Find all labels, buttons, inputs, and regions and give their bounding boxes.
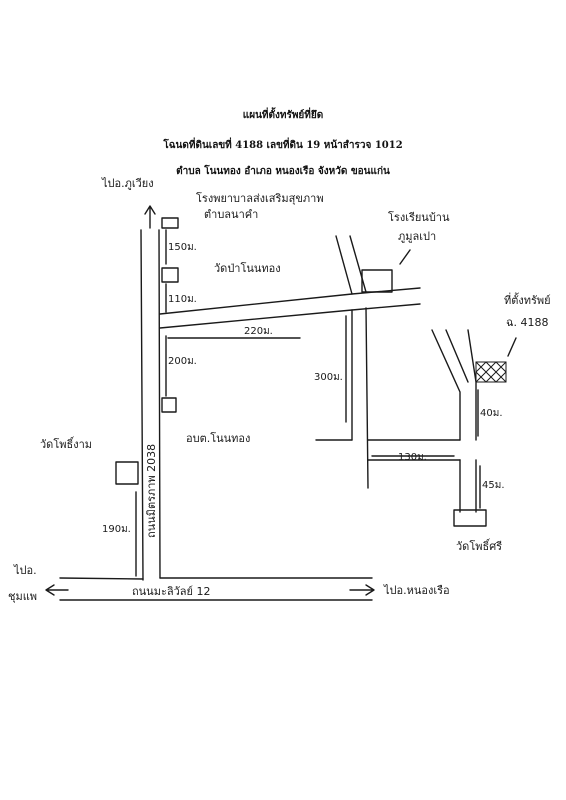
- vertical-road-right-edge: [158, 229, 161, 579]
- upper-road-left: [335, 235, 353, 295]
- label-property-2: ฉ. 4188: [506, 316, 548, 329]
- temple-pho-ngam-building: [115, 461, 139, 485]
- label-temple-non-thong: วัดป่าโนนทอง: [214, 261, 281, 275]
- deed-line: โฉนดที่ดินเลขที่ 4188 เลขที่ดิน 19 หน้าส…: [163, 140, 403, 151]
- school-arrow: [399, 249, 411, 265]
- vertical-road-left-edge: [140, 229, 144, 581]
- label-vertical-road: ถนนมิตรภาพ 2038: [145, 444, 158, 538]
- label-main-road: ถนนมะลิวัลย์ 12: [132, 585, 210, 598]
- school-building: [361, 269, 393, 293]
- arrow-right: [349, 584, 375, 596]
- branch-road-bottom-edge: [159, 303, 421, 329]
- label-to-nong-ruea: ไปอ.หนองเรือ: [383, 584, 450, 597]
- distance-150: 150ม.: [168, 242, 197, 253]
- label-school-2: ภูมูลเปา: [398, 230, 436, 243]
- label-to-chum-phae-2: ชุมแพ: [8, 590, 37, 603]
- label-to-chum-phae: ไปอ.: [13, 564, 37, 577]
- obt-building: [161, 397, 177, 413]
- lower-vertical-right: [365, 307, 369, 489]
- map-title: แผนที่ตั้งทรัพย์ที่ยึด: [242, 110, 324, 121]
- distance-130: 130ม.: [398, 452, 427, 463]
- label-hospital-2: ตำบลนาคำ: [204, 208, 258, 221]
- distance-110: 110ม.: [168, 294, 197, 305]
- label-school: โรงเรียนบ้าน: [388, 210, 450, 224]
- y-road-mid: [445, 329, 469, 383]
- label-property: ที่ตั้งทรัพย์: [504, 292, 551, 307]
- distance-220: 220ม.: [244, 326, 273, 337]
- label-temple-pho-ngam: วัดโพธิ์งาม: [40, 436, 92, 451]
- temple-non-thong-building: [161, 267, 179, 283]
- upper-road-right: [349, 235, 367, 293]
- y-road-right: [467, 329, 477, 441]
- main-road-top-edge: [59, 577, 373, 580]
- label-temple-pho-si: วัดโพธิ์ศรี: [456, 538, 502, 553]
- label-to-phu-wiang: ไปอ.ภูเวียง: [101, 177, 154, 190]
- distance-200: 200ม.: [168, 356, 197, 367]
- property-arrow: [507, 337, 517, 357]
- arrow-up: [144, 205, 156, 229]
- arrow-left: [45, 584, 69, 596]
- label-obt-non-thong: อบต.โนนทอง: [186, 431, 250, 445]
- distance-300: 300ม.: [314, 372, 343, 383]
- temple-pho-si-building: [453, 509, 487, 527]
- distance-190: 190ม.: [102, 524, 131, 535]
- label-hospital: โรงพยาบาลส่งเสริมสุขภาพ: [196, 191, 324, 205]
- property-plot: [475, 361, 507, 383]
- location-line: ตำบล โนนทอง อำเภอ หนองเรือ จังหวัด ขอนแก…: [176, 166, 390, 177]
- hospital-building: [161, 217, 179, 229]
- distance-45: 45ม.: [482, 480, 505, 491]
- distance-40: 40ม.: [480, 408, 503, 419]
- y-road-left: [431, 329, 461, 441]
